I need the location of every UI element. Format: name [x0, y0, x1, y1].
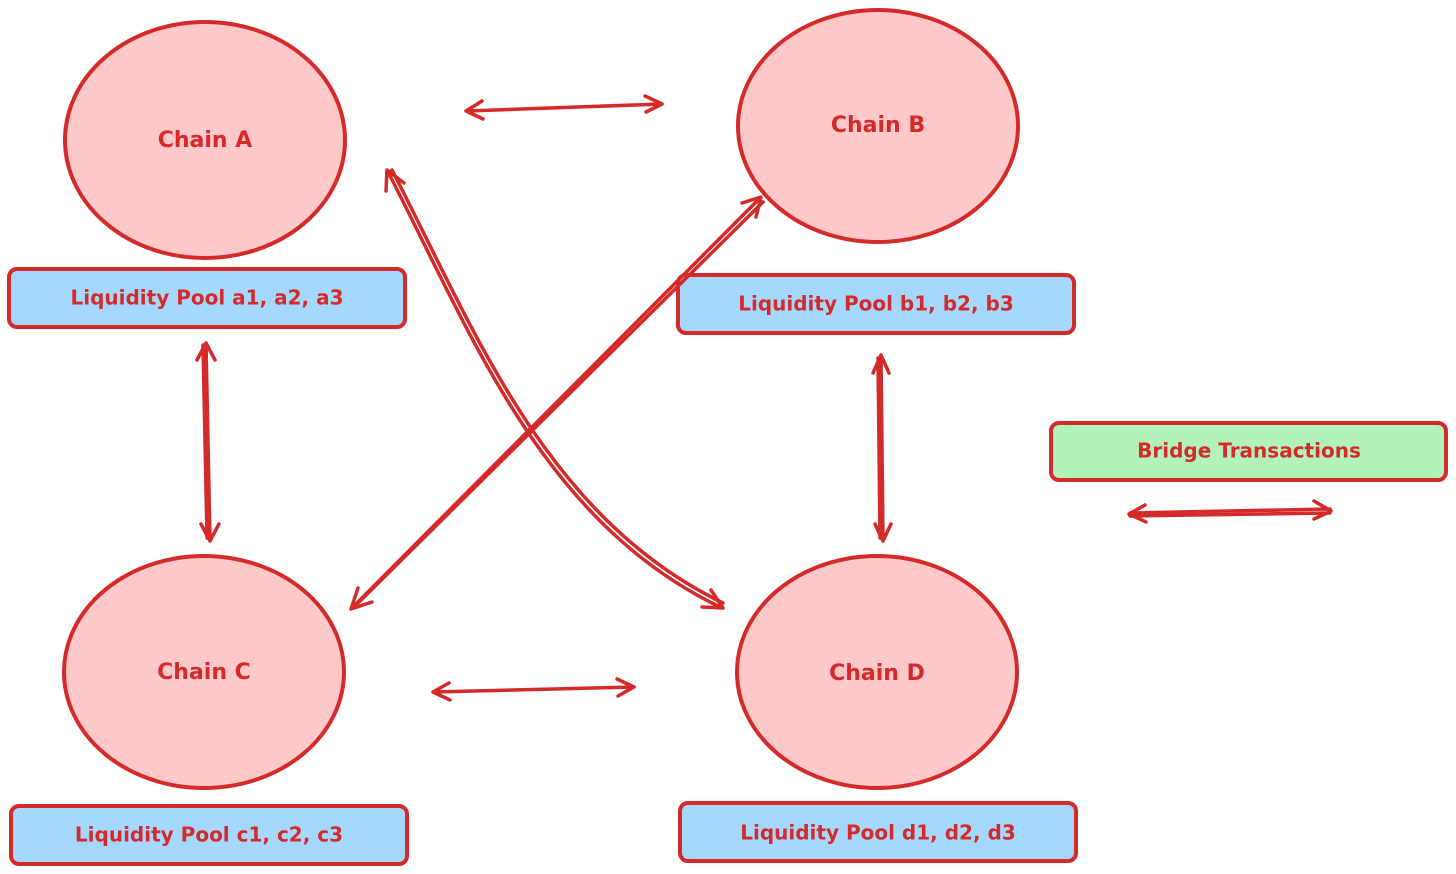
chain-b-pool-label: Liquidity Pool b1, b2, b3: [738, 292, 1014, 316]
arrow-c-d: [431, 677, 636, 702]
chain-c-pool-box: [9, 804, 409, 866]
chain-b-circle: [736, 8, 1020, 244]
arrow-a-b: [464, 94, 664, 121]
chain-a-pool-label: Liquidity Pool a1, a2, a3: [70, 286, 343, 310]
chain-d-node: Chain D: [735, 554, 1019, 790]
chain-a-circle: [63, 20, 347, 260]
chain-a-node: Chain A: [63, 20, 347, 260]
chain-d-circle: [735, 554, 1019, 790]
chain-b-node: Chain B: [736, 8, 1020, 244]
chain-a-pool: Liquidity Pool a1, a2, a3: [7, 267, 407, 329]
chain-a-label: Chain A: [158, 128, 253, 153]
chain-c-label: Chain C: [157, 660, 251, 685]
chain-b-pool-box: [676, 273, 1076, 335]
chain-d-pool: Liquidity Pool d1, d2, d3: [678, 801, 1078, 863]
legend-box: [1049, 421, 1448, 482]
legend-label: Bridge Transactions: [1137, 439, 1361, 463]
chain-a-pool-box: [7, 267, 407, 329]
chain-c-pool: Liquidity Pool c1, c2, c3: [9, 804, 409, 866]
chain-d-pool-box: [678, 801, 1078, 863]
chain-b-label: Chain B: [831, 113, 925, 138]
arrow-c-b: [349, 195, 765, 611]
arrow-a-d: [384, 168, 725, 610]
chain-b-pool: Liquidity Pool b1, b2, b3: [676, 273, 1076, 335]
chain-c-pool-label: Liquidity Pool c1, c2, c3: [75, 823, 343, 847]
chain-d-label: Chain D: [829, 661, 925, 686]
legend: Bridge Transactions: [1049, 421, 1448, 482]
chain-c-node: Chain C: [62, 554, 346, 790]
arrow-a-c: [195, 341, 221, 543]
chain-c-circle: [62, 554, 346, 790]
chain-d-pool-label: Liquidity Pool d1, d2, d3: [740, 821, 1016, 845]
legend-arrow: [1127, 499, 1333, 524]
arrow-b-d: [871, 353, 893, 543]
